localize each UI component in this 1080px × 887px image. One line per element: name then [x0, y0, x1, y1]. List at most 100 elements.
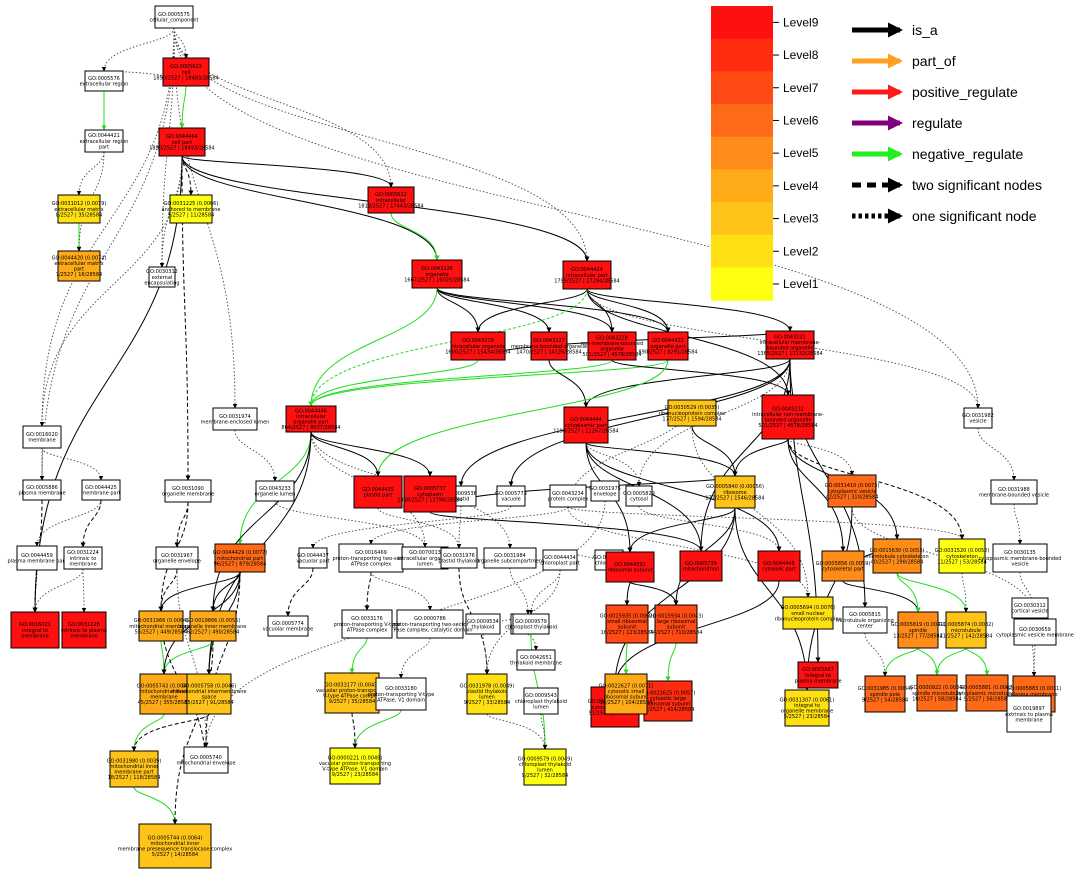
go-node-label: GO:0044420 (0.0074) — [52, 255, 107, 261]
go-node-n82[interactable]: GO:0000922 (0.0034)spindle microtubule10… — [910, 674, 965, 712]
go-node-label: spindle pole — [870, 692, 900, 698]
go-node-n88[interactable]: GO:0000221 (0.0049)vacuolar proton-trans… — [319, 747, 391, 785]
go-node-n66[interactable]: GO:0015935 (0.0062)small ribosomalsubuni… — [600, 604, 655, 644]
go-node-n52[interactable]: GO:0005856 (0.0059)cytoskeletal part — [816, 550, 871, 582]
go-node-n73[interactable]: GO:0005743 (0.0048)mitochondrial innerme… — [137, 673, 192, 715]
edge-n25-n36 — [691, 425, 738, 477]
go-node-n3[interactable]: GO:0031012 (0.0079)extracellular matrix8… — [52, 194, 107, 224]
go-node-n68[interactable]: GO:0005694 (0.0076)small nuclearribonucl… — [775, 596, 842, 630]
go-node-n77[interactable]: GO:0031978 (0.0049)plastid thylakoidlume… — [460, 673, 515, 715]
go-node-n74[interactable]: GO:0005758 (0.0046)mitochondrial interme… — [171, 673, 247, 715]
go-node-n80[interactable]: GO:0022627 (0.0071)cytosolic smallriboso… — [599, 673, 654, 715]
go-node-label: ATPase complex — [347, 627, 387, 633]
go-node-n7[interactable]: GO:0031225 (0.0066)anchored to membrane5… — [162, 194, 221, 224]
go-node-n65[interactable]: GO:0015934 (0.0043)large ribosomalsubuni… — [649, 604, 704, 644]
go-node-n95[interactable]: GO:0005744 (0.0064)mitochondrial innerme… — [118, 823, 232, 869]
go-node-n38[interactable]: GO:0031410 (0.0073)cytoplasmic vesicle42… — [825, 474, 880, 508]
go-node-label: GO:0044446 — [295, 408, 327, 414]
go-node-label: GO:0019897 — [1013, 706, 1045, 712]
go-node-n23[interactable]: GO:0043228non-membrane-boundedorganelle5… — [581, 331, 643, 361]
edge-n19-n22 — [436, 287, 552, 333]
go-node-label: GO:0033177 (0.0043) — [325, 682, 380, 688]
go-node-n53[interactable]: GO:0015630 (0.0053)microtubule cytoskele… — [865, 538, 929, 574]
go-node-n87[interactable]: GO:0031980 (0.0039)mitochondrial innerme… — [107, 750, 162, 788]
go-node-n89[interactable]: GO:0009579 (0.0049)chloroplast thylakoid… — [518, 748, 573, 786]
go-node-n41[interactable]: GO:0044429 (0.0077)mitochondrial part96/… — [213, 543, 268, 573]
go-node-n56[interactable]: GO:0031966 (0.0064)mitochondrial membran… — [129, 610, 193, 642]
go-node-n57[interactable]: GO:0019866 (0.0055)organelle inner membr… — [180, 610, 247, 642]
edge-n33-n54 — [567, 506, 965, 540]
go-node-n75[interactable]: GO:0033177 (0.0043)vacuolar proton-trans… — [316, 672, 388, 714]
go-node-n4[interactable]: GO:0044420 (0.0074)extracellular matrixp… — [52, 250, 107, 282]
go-node-n83[interactable]: GO:0005881 (0.0067)cytoplasmic microtubu… — [956, 674, 1018, 712]
go-node-label: organelle subcompartment — [476, 559, 544, 565]
go-node-n79[interactable]: GO:0022625 (0.0057)cytosolic largeriboso… — [641, 680, 696, 722]
go-node-n93[interactable]: GO:0031307 (0.0061)integral toorganelle … — [780, 689, 835, 727]
go-node-n25[interactable]: GO:0030529 (0.0035)ribonucleoprotein com… — [659, 399, 726, 427]
